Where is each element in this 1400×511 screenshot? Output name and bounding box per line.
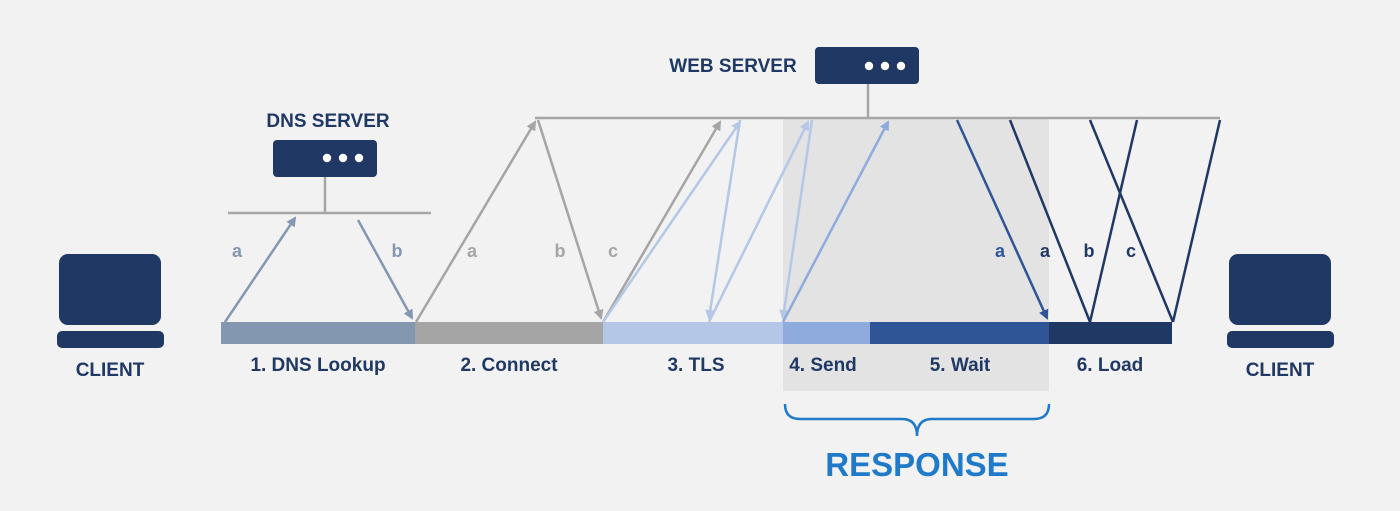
phase-bar-send — [783, 322, 870, 344]
dns-server-label: DNS SERVER — [266, 111, 389, 132]
monitor-icon — [57, 254, 164, 348]
wait-arrow-a — [955, 119, 1049, 320]
load-arrow-label-c: c — [1126, 241, 1136, 261]
wait-arrow-label-a: a — [995, 241, 1006, 261]
tls-arrow-4 — [779, 119, 814, 320]
load-arrow-label-a: a — [1040, 241, 1051, 261]
monitor-icon — [1227, 254, 1334, 348]
dns-arrow-b — [356, 219, 414, 320]
client-left-label: CLIENT — [76, 360, 145, 381]
connect-arrow-label-c: c — [608, 241, 618, 261]
phase-label-dns: 1. DNS Lookup — [250, 355, 385, 376]
phase-bar-dns — [221, 322, 415, 344]
phase-bar-connect — [415, 322, 603, 344]
dns-arrow-label-b: b — [392, 241, 403, 261]
phase-bar-wait — [870, 322, 1049, 344]
connect-arrow-b — [536, 119, 604, 320]
load-line-b-down — [1088, 119, 1175, 323]
phase-label-connect: 2. Connect — [460, 355, 558, 376]
connect-arrow-label-b: b — [555, 241, 566, 261]
response-brace — [783, 403, 1051, 437]
connect-arrow-label-a: a — [467, 241, 478, 261]
load-line-a — [1008, 119, 1092, 323]
web-server-label: WEB SERVER — [669, 56, 797, 77]
phase-label-tls: 3. TLS — [667, 355, 724, 376]
phase-label-wait: 5. Wait — [930, 355, 991, 376]
connect-arrow-c — [601, 120, 722, 323]
dns-arrow-a — [223, 216, 297, 323]
phase-label-send: 4. Send — [789, 355, 857, 376]
phase-label-load: 6. Load — [1077, 355, 1144, 376]
response-label: RESPONSE — [825, 446, 1008, 483]
client-right-label: CLIENT — [1246, 360, 1315, 381]
load-line-b-up — [1088, 119, 1139, 323]
phase-bar-load — [1049, 322, 1172, 344]
server-icon — [273, 140, 377, 177]
load-arrow-label-b: b — [1084, 241, 1095, 261]
phase-bar-tls — [603, 322, 783, 344]
dns-arrow-label-a: a — [232, 241, 243, 261]
tls-arrow-3 — [707, 120, 810, 323]
load-line-c — [1171, 119, 1222, 323]
send-arrow — [781, 120, 890, 323]
tls-arrow-2 — [705, 119, 742, 320]
tls-arrow-1 — [601, 120, 742, 323]
server-icon — [815, 47, 919, 84]
connect-arrow-a — [414, 120, 537, 323]
response-shaded-region — [783, 118, 1049, 391]
